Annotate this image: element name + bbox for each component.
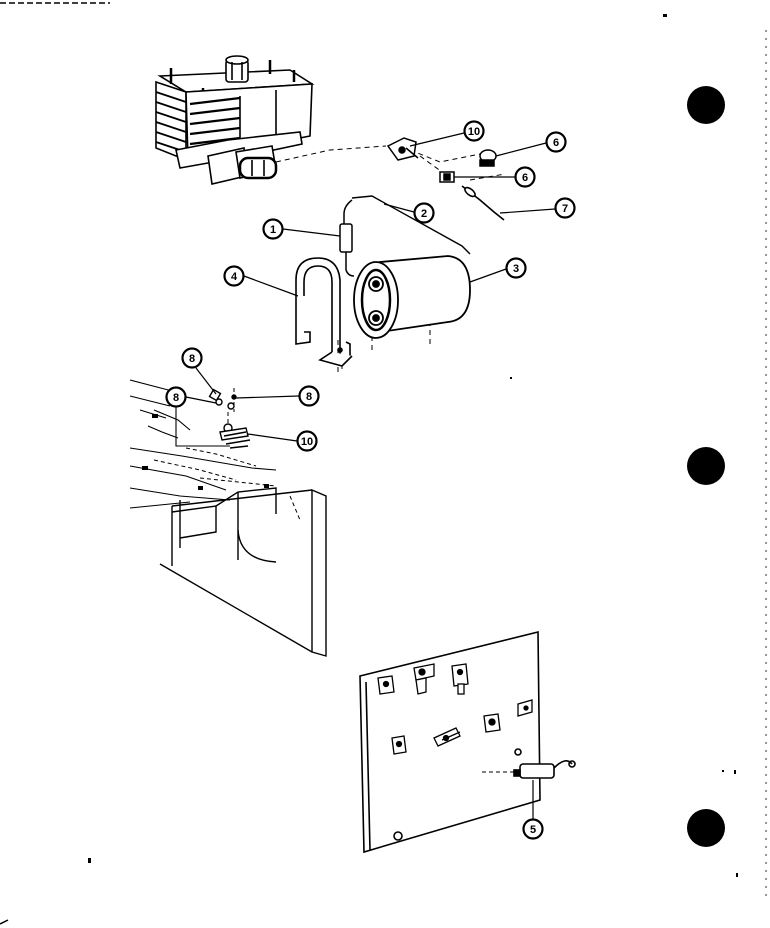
assembly-lines-hardware (227, 388, 235, 424)
terminal-board (359, 630, 541, 854)
thermal-cutout (479, 149, 497, 167)
callout-number: 3 (513, 263, 519, 275)
callout-circle (165, 386, 187, 408)
callout-number: 8 (189, 353, 195, 365)
callout-capacitor: 3 (505, 257, 527, 279)
callout-magnetron-bracket: 10 (463, 120, 485, 142)
callout-number: 1 (270, 224, 276, 236)
callout-circle (298, 385, 320, 407)
callout-circle (296, 430, 318, 452)
binder-hole-bottom (687, 809, 725, 847)
callout-fuse: 7 (554, 197, 576, 219)
scan-specks (88, 14, 738, 877)
callout-circle (262, 218, 284, 240)
callout-lead-wire: 2 (413, 202, 435, 224)
callout-circle (181, 347, 203, 369)
binder-holes (687, 86, 725, 847)
callout-number: 5 (530, 824, 536, 836)
callout-capacitor-bracket: 4 (223, 265, 245, 287)
callout-number: 10 (468, 126, 480, 138)
fuse (461, 185, 505, 221)
capacitor (353, 255, 471, 339)
callout-circle (522, 818, 544, 840)
callout-circle (223, 265, 245, 287)
cabinet-panel (129, 379, 327, 657)
callout-number: 8 (306, 391, 312, 403)
lead-wire (351, 195, 471, 255)
callout-number: 10 (301, 436, 313, 448)
callout-circle (514, 166, 536, 188)
callout-noise-filter: 5 (522, 818, 544, 840)
binder-hole-top (687, 86, 725, 124)
callout-base-bracket: 10 (296, 430, 318, 452)
callout-screw-right: 8 (298, 385, 320, 407)
callout-screw-left: 8 (165, 386, 187, 408)
callout-circle (463, 120, 485, 142)
callout-circle (554, 197, 576, 219)
callout-number: 4 (231, 271, 238, 283)
noise-filter (513, 760, 576, 779)
callout-number: 7 (562, 203, 568, 215)
callout-fuse-holder: 6 (514, 166, 536, 188)
mounting-hardware (208, 388, 251, 449)
callout-number: 6 (553, 137, 559, 149)
callout-thermal-cutout: 6 (545, 131, 567, 153)
callout-circle (413, 202, 435, 224)
leader-lines (185, 132, 556, 819)
diode (339, 199, 355, 277)
bracket-clip (386, 137, 419, 161)
callout-bubbles: 10 6 6 7 1 2 3 4 8 8 8 10 5 (165, 120, 576, 840)
fuse-holder (439, 171, 455, 183)
callout-diode: 1 (262, 218, 284, 240)
callout-number: 6 (522, 172, 528, 184)
callout-screw-upper: 8 (181, 347, 203, 369)
callout-number: 2 (421, 208, 427, 220)
capacitor-strap (295, 257, 353, 367)
callout-circle (505, 257, 527, 279)
magnetron (155, 55, 315, 185)
callout-number: 8 (173, 392, 179, 404)
binder-hole-middle (687, 447, 725, 485)
callout-circle (545, 131, 567, 153)
